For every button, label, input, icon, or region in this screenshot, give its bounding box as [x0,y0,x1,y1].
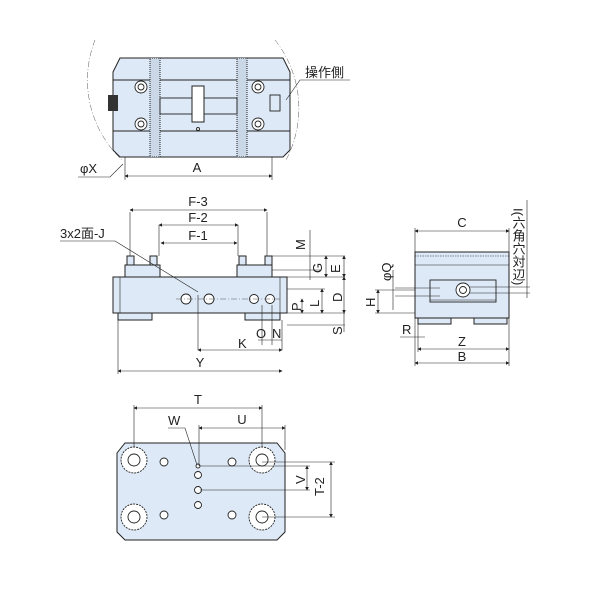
label-b: B [458,349,467,364]
label-l: L [307,300,322,307]
phi-x-arc-left [87,39,123,161]
label-e: E [328,264,343,273]
front-base [112,276,288,314]
label-t2: T-2 [312,477,327,496]
label-z: Z [458,334,466,349]
label-a: A [193,160,202,175]
front-holes [176,293,280,305]
phi-x-arc-right [274,39,300,161]
label-i: I(六角穴対辺) [511,208,526,285]
label-g: G [310,263,325,273]
label-n: N [272,326,281,341]
label-u: U [237,412,246,427]
label-phi-q: φQ [379,262,394,281]
handle-end [108,95,118,111]
label-c: C [457,215,466,230]
side-view: C I(六角穴対辺) φQ H R Z B [363,200,530,366]
mount-holes [120,446,276,531]
label-k: K [238,336,247,351]
label-o: O [256,326,266,341]
label-v: V [293,475,308,484]
jaw-left [124,264,161,278]
label-p: P [289,302,304,311]
label-operation-side: 操作側 [305,65,344,80]
front-view: F-3 F-2 F-1 3x2面-J M G E P L D S O [60,194,346,374]
label-d: D [330,293,345,302]
bolt-icons [134,80,265,131]
label-t: T [194,392,202,407]
jaw-right [236,264,273,278]
label-f2: F-2 [188,210,208,225]
label-f1: F-1 [188,228,208,243]
label-phi-x: φX [80,161,97,176]
jaw-serration-right [236,57,248,158]
label-j: 3x2面-J [60,226,105,241]
label-h: H [363,298,378,307]
label-s: S [330,326,345,335]
label-m: M [293,239,308,250]
label-f3: F-3 [188,194,208,209]
jaw-serration-left [149,57,161,158]
label-w: W [168,413,181,428]
label-r: R [402,322,411,337]
bottom-view: T U W V T-2 [116,392,335,541]
center-handle [191,85,205,123]
label-y: Y [196,355,205,370]
top-view: A φX 操作側 [78,39,350,180]
